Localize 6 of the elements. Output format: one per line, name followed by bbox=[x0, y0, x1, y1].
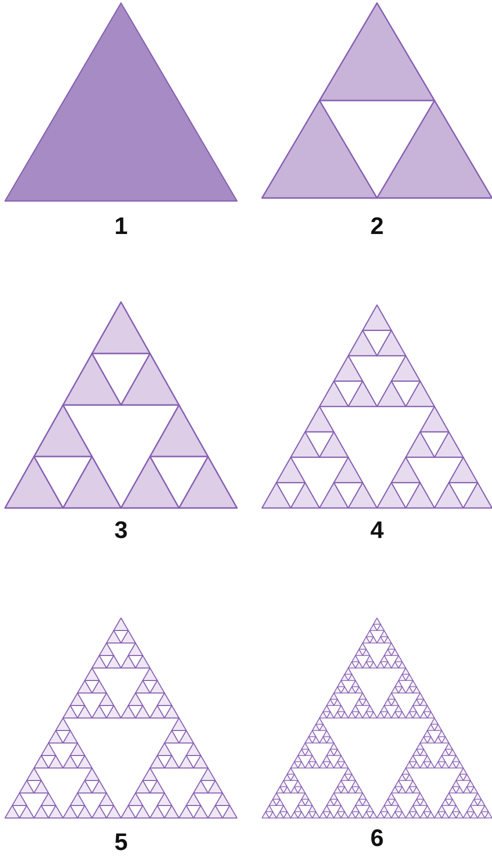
step-number: 3 bbox=[113, 518, 129, 544]
step-number: 4 bbox=[369, 518, 385, 544]
step-number: 5 bbox=[113, 830, 129, 856]
step-number: 1 bbox=[113, 214, 129, 240]
step-number: 6 bbox=[369, 826, 385, 852]
step-number: 2 bbox=[369, 214, 385, 240]
